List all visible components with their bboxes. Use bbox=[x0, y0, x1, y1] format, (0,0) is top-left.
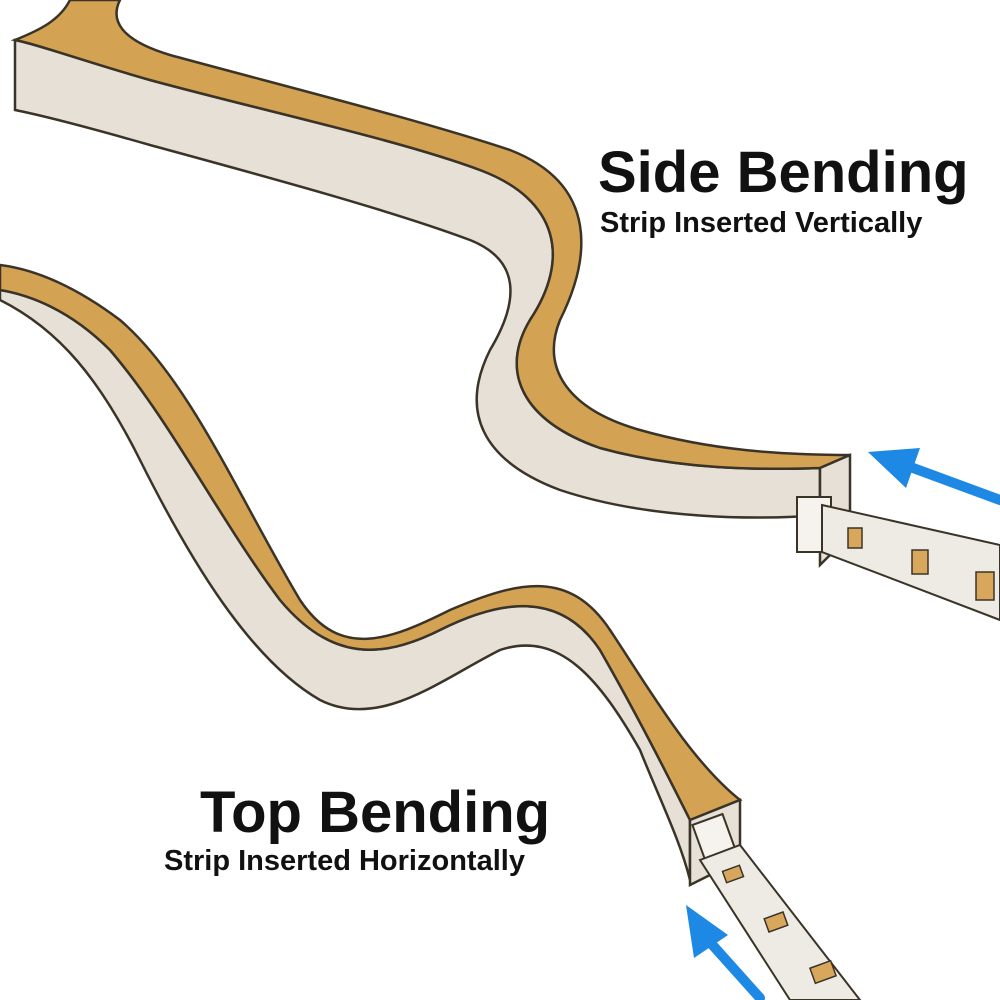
arrow-icon bbox=[686, 905, 765, 1000]
led-chip bbox=[847, 527, 863, 549]
led-chip bbox=[911, 549, 929, 575]
top-bending-subtitle: Strip Inserted Horizontally bbox=[164, 845, 525, 877]
led-chip bbox=[763, 911, 789, 933]
side-bending-title: Side Bending bbox=[598, 140, 969, 205]
side-bending-subtitle: Strip Inserted Vertically bbox=[600, 207, 923, 239]
top-led-strip bbox=[698, 843, 862, 1000]
side-tube-top bbox=[10, 0, 851, 471]
led-chip bbox=[808, 959, 838, 985]
side-led-strip bbox=[821, 503, 1000, 622]
side-strip-body bbox=[821, 503, 1000, 622]
arrow-icon bbox=[868, 448, 1000, 505]
side-bending-tube bbox=[10, 0, 852, 569]
led-chip bbox=[975, 571, 995, 601]
led-chip bbox=[721, 864, 745, 884]
top-tube-top bbox=[0, 263, 743, 822]
top-bending-title: Top Bending bbox=[200, 780, 551, 845]
